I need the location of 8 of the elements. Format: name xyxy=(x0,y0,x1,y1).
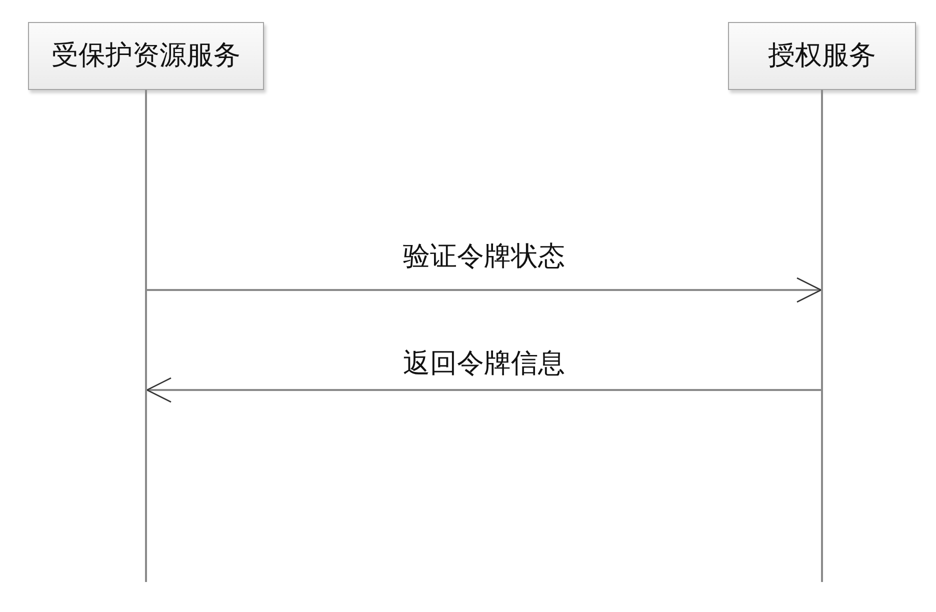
participant-box xyxy=(28,22,264,90)
message-arrow xyxy=(147,277,822,303)
participant-name: 授权服务 xyxy=(768,39,876,73)
participant-box xyxy=(728,22,916,90)
participant-name: 受保护资源服务 xyxy=(52,39,240,73)
lifeline xyxy=(145,90,147,582)
lifeline xyxy=(821,90,823,582)
message-arrow xyxy=(146,377,821,403)
